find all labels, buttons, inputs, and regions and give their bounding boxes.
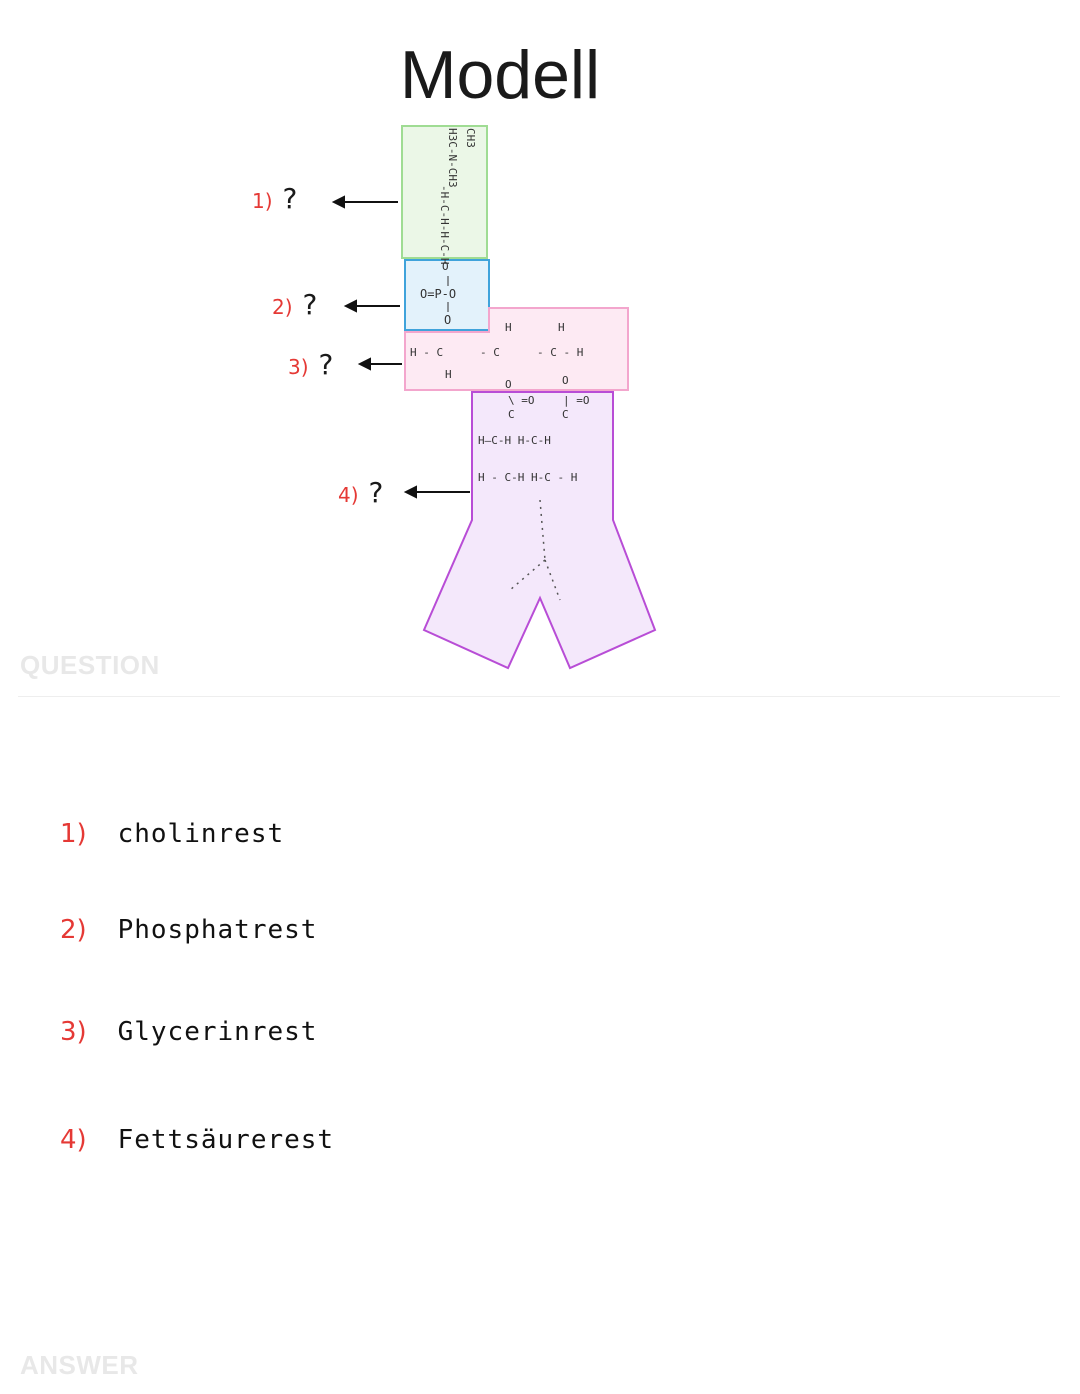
answer-4-num: 4) xyxy=(60,1125,87,1155)
question-label: QUESTION xyxy=(20,650,160,680)
svg-text:- C: - C xyxy=(480,346,500,359)
phosphate-structure: O O=P-O O xyxy=(420,260,456,327)
svg-text:| =O: | =O xyxy=(563,394,590,407)
svg-text:O: O xyxy=(444,313,451,327)
page-title: Modell xyxy=(399,37,601,113)
fatty-acid-box xyxy=(422,391,657,670)
svg-text:H: H xyxy=(445,368,452,381)
answer-4-text: Fettsäurerest xyxy=(117,1125,335,1155)
fatty-acid-structure: \ =O | =O C C H—C-H H-C-H H - C-H H-C - … xyxy=(478,394,590,601)
answer-label: ANSWER xyxy=(20,1350,139,1380)
diagram-label-2-mark: ? xyxy=(302,288,318,321)
svg-text:C: C xyxy=(562,408,569,421)
label-arrows xyxy=(331,195,470,499)
svg-text:- C - H: - C - H xyxy=(537,346,583,359)
choline-box xyxy=(401,125,488,259)
answer-3-text: Glycerinrest xyxy=(117,1017,318,1047)
svg-text:C: C xyxy=(508,408,515,421)
diagram-label-4: 4)? xyxy=(338,476,383,509)
answer-item-2: 2) Phosphatrest xyxy=(60,912,317,945)
answer-2-text: Phosphatrest xyxy=(117,915,318,945)
svg-text:-H-C-H-H-C-H: -H-C-H-H-C-H xyxy=(438,185,451,264)
diagram-label-4-num: 4) xyxy=(338,483,359,507)
svg-text:\ =O: \ =O xyxy=(508,394,535,407)
phosphate-box xyxy=(404,259,490,331)
svg-text:O: O xyxy=(442,260,449,273)
answer-item-3: 3) Glycerinrest xyxy=(60,1014,317,1047)
svg-text:O: O xyxy=(562,374,569,387)
phospholipid-model-diagram: CH3 H3C-N-CH3 -H-C-H-H-C-H O O=P-O O H H… xyxy=(331,125,657,670)
svg-text:O=P-O: O=P-O xyxy=(420,287,456,301)
diagram-label-3-mark: ? xyxy=(318,348,334,381)
svg-text:H: H xyxy=(558,321,565,334)
answer-3-num: 3) xyxy=(60,1017,87,1047)
diagram-label-1-num: 1) xyxy=(252,189,273,213)
svg-text:H—C-H H-C-H: H—C-H H-C-H xyxy=(478,434,551,447)
answer-item-4: 4) Fettsäurerest xyxy=(60,1122,334,1155)
glycerol-structure: H H H - C - C - C - H H O O xyxy=(410,321,583,391)
svg-text:H - C: H - C xyxy=(410,346,443,359)
choline-structure: CH3 H3C-N-CH3 -H-C-H-H-C-H xyxy=(438,128,477,264)
diagram-label-2: 2)? xyxy=(272,288,317,321)
svg-text:H - C-H H-C - H: H - C-H H-C - H xyxy=(478,471,577,484)
answer-1-num: 1) xyxy=(60,819,87,849)
answer-2-num: 2) xyxy=(60,915,87,945)
svg-text:H3C-N-CH3: H3C-N-CH3 xyxy=(446,128,459,188)
answer-1-text: cholinrest xyxy=(117,819,285,849)
svg-text:O: O xyxy=(505,378,512,391)
answer-item-1: 1) cholinrest xyxy=(60,816,284,849)
diagram-label-3-num: 3) xyxy=(288,355,309,379)
glycerol-box xyxy=(404,307,629,391)
diagram-label-4-mark: ? xyxy=(368,476,384,509)
svg-text:CH3: CH3 xyxy=(464,128,477,148)
diagram-label-1: 1)? xyxy=(252,182,297,215)
diagram-label-3: 3)? xyxy=(288,348,333,381)
diagram-label-1-mark: ? xyxy=(282,182,298,215)
svg-text:H: H xyxy=(505,321,512,334)
diagram-label-2-num: 2) xyxy=(272,295,293,319)
section-divider xyxy=(18,696,1060,697)
